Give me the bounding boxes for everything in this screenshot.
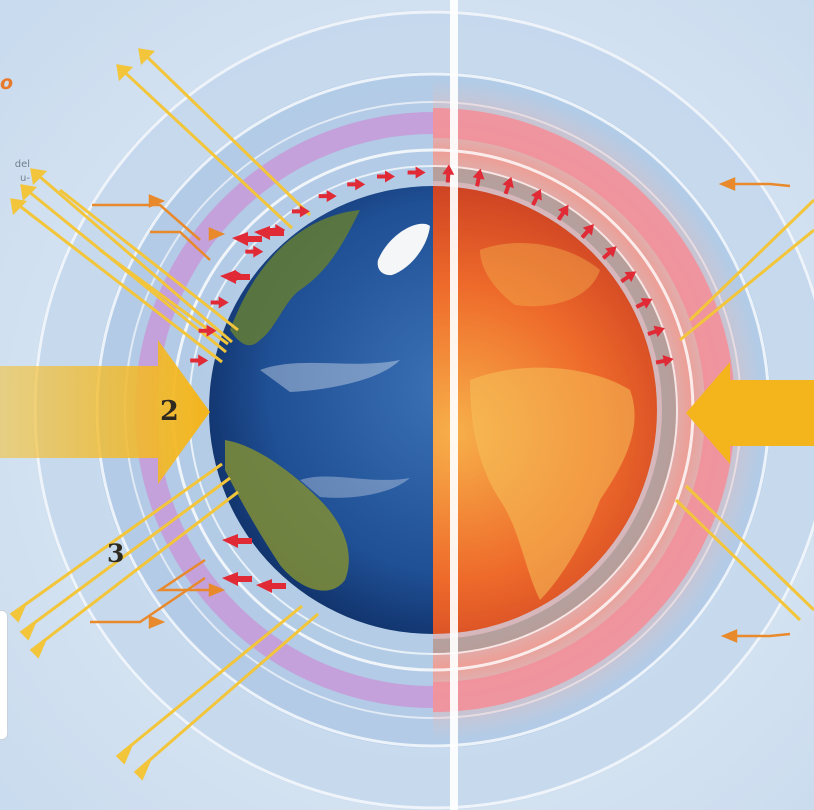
reflected-rays-right [674, 198, 814, 622]
short-reflections-lower-left [90, 558, 226, 629]
heading-fragment: o [0, 72, 14, 94]
reemitted-heat-arrow-icon [556, 204, 569, 221]
sunlight-arrow-right [686, 362, 814, 464]
reemitted-heat-arrow-icon [601, 246, 617, 260]
trapped-heat-right [190, 164, 674, 367]
greenland-ice [377, 223, 430, 276]
sunlight-arrow-left [0, 340, 210, 484]
reemitted-heat-arrow-icon [635, 298, 653, 309]
reemitted-heat-left [220, 226, 286, 593]
reemitted-heat-arrow-icon [377, 170, 395, 183]
reemitted-heat-arrow-icon [502, 176, 514, 195]
reemitted-heat-arrow-icon [472, 168, 485, 187]
reemitted-heat-arrow-icon [210, 296, 229, 309]
reemitted-heat-arrow-icon [198, 324, 217, 337]
body-text-line: del [14, 159, 30, 170]
reemitted-heat-arrow-icon [580, 223, 594, 239]
cloud-band [260, 360, 400, 392]
continents [225, 210, 430, 591]
reemitted-heat-arrow-icon [347, 178, 366, 191]
reemitted-heat-arrow-icon [254, 226, 284, 240]
short-reflections-upper-left [92, 194, 226, 261]
reemitted-heat-arrow-icon [318, 190, 337, 203]
heated-continents [470, 242, 635, 600]
reflected-rays-lower-left [9, 462, 319, 781]
step-label-2: 2 [160, 396, 179, 427]
body-text-line: u- [20, 173, 30, 184]
reemitted-heat-arrow-icon [232, 232, 262, 246]
reemitted-heat-arrow-icon [267, 224, 286, 236]
north-america-land [230, 210, 360, 346]
reemitted-heat-arrow-icon [222, 572, 252, 586]
reemitted-heat-arrow-icon [407, 166, 426, 179]
short-reflections-right [718, 177, 791, 643]
reemitted-heat-arrow-icon [291, 205, 310, 218]
reemitted-heat-arrow-icon [620, 271, 637, 284]
africa-land [470, 367, 635, 600]
cloud-band-2 [300, 476, 410, 498]
reemitted-heat-arrow-icon [531, 188, 542, 206]
reemitted-heat-arrow-icon [647, 325, 665, 338]
earth [209, 167, 676, 653]
center-divider [450, 0, 458, 810]
side-panel-edge [0, 610, 8, 740]
heated-atmosphere-shell [433, 167, 676, 653]
reemitted-heat-arrow-icon [245, 245, 264, 258]
south-america-land [225, 440, 349, 591]
reflected-rays-upper-left [10, 48, 312, 364]
body-text-fragment: del u- [6, 158, 30, 186]
incoming-radiation [0, 340, 814, 484]
reemitted-heat-arrow-icon [442, 164, 455, 183]
reemitted-heat-arrow-icon [222, 534, 252, 548]
step-label-3: 3 [107, 539, 125, 568]
reemitted-heat-arrow-icon [226, 269, 245, 282]
reemitted-heat-arrow-icon [256, 579, 286, 593]
reemitted-heat-arrow-icon [655, 355, 674, 367]
europe-land [480, 242, 600, 307]
reemitted-heat-arrow-icon [190, 354, 209, 367]
